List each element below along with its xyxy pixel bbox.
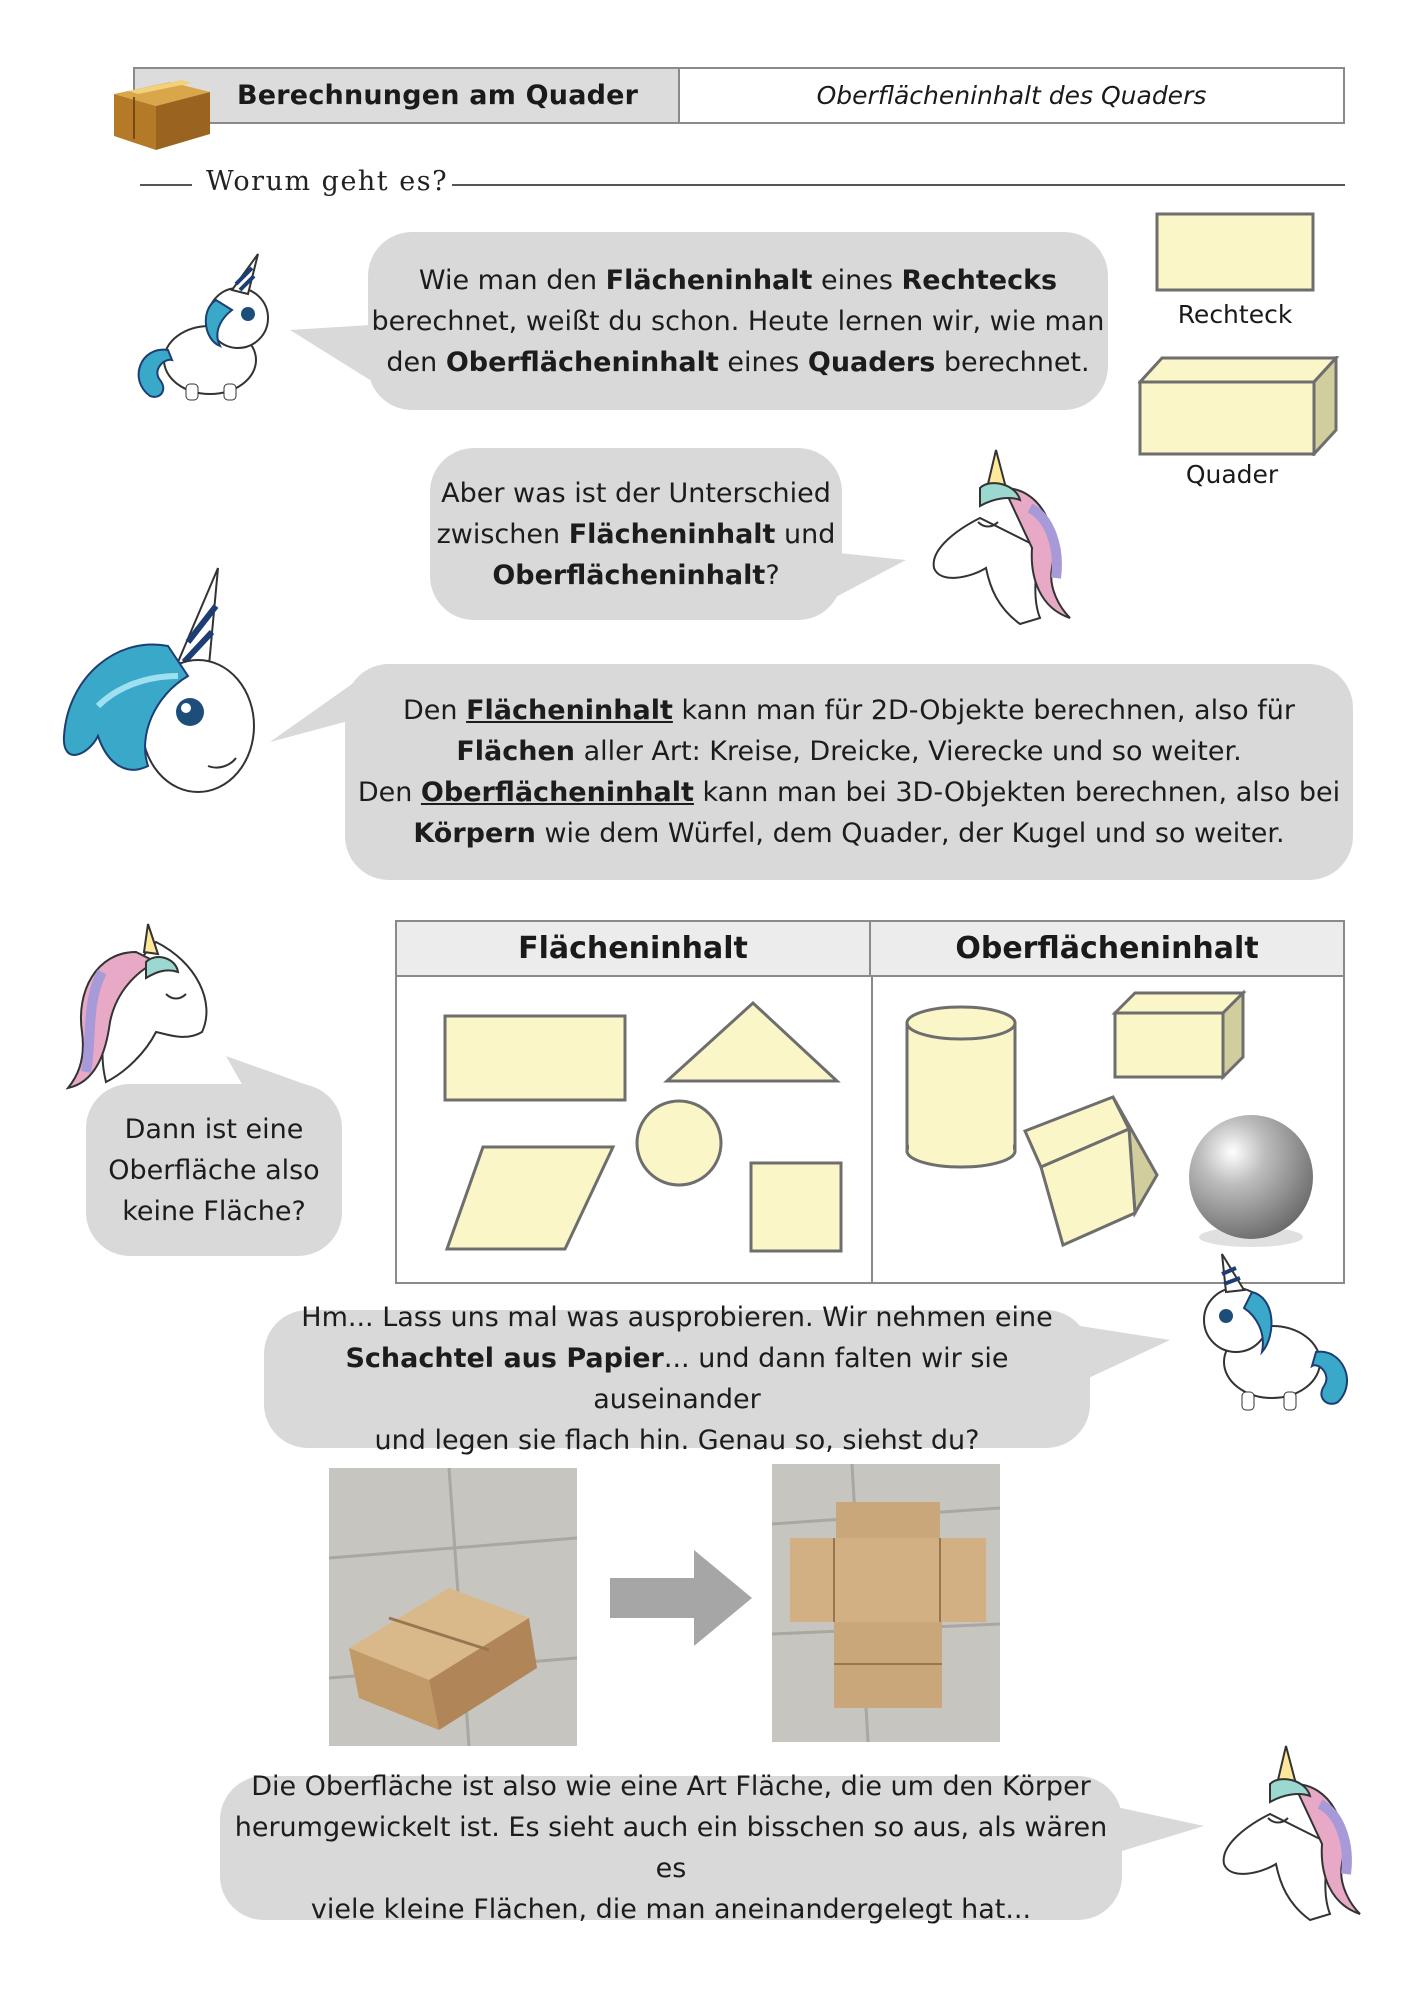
cylinder-shape — [905, 1005, 1017, 1169]
parallelogram-shape — [444, 1145, 616, 1251]
unicorn-icon — [62, 567, 255, 793]
speech-bubble-experiment: Hm... Lass uns mal was ausprobieren. Wir… — [264, 1302, 1090, 1456]
section-rule-right — [452, 184, 1345, 186]
cuboid-shape — [1111, 989, 1247, 1081]
photo-unfolded-box — [772, 1464, 1000, 1742]
speech-bubble-explanation: Den Flächeninhalt kann man für 2D-Objekt… — [345, 664, 1353, 880]
speech-bubble-doubt: Dann ist eine Oberfläche also keine Fläc… — [86, 1084, 342, 1256]
speech-bubble-conclusion: Die Oberfläche ist also wie eine Art Flä… — [220, 1771, 1122, 1925]
rectangle-label: Rechteck — [1177, 300, 1293, 329]
solid-bodies-illustration — [905, 989, 1313, 1248]
column-header-area: Flächeninhalt — [397, 922, 871, 975]
unicorn-icon — [1222, 1745, 1361, 1922]
triangle-shape — [663, 1000, 841, 1083]
rectangle-shape — [443, 1014, 627, 1102]
bubble-tail — [1112, 1806, 1204, 1854]
square-shape — [749, 1161, 843, 1253]
bubble-tail — [270, 684, 352, 742]
cube-shape — [1022, 1095, 1159, 1248]
arrow-right-icon — [610, 1550, 752, 1646]
cardboard-box-icon — [114, 80, 210, 150]
flat-shapes-illustration — [443, 1000, 843, 1253]
unicorn-icon — [66, 923, 208, 1090]
header-title: Berechnungen am Quader — [135, 69, 680, 122]
cuboid-shape — [1138, 356, 1340, 456]
unicorn-icon — [137, 253, 269, 401]
bubble-tail — [830, 552, 906, 600]
unicorn-icon — [932, 449, 1071, 626]
unicorn-icon — [1203, 1253, 1348, 1411]
speech-bubble-intro: Wie man den Flächeninhalt eines Rechteck… — [368, 232, 1108, 410]
worksheet-header: Berechnungen am Quader Oberflächeninhalt… — [133, 67, 1345, 124]
rectangle-shape — [1155, 212, 1315, 292]
column-header-surface: Oberflächeninhalt — [955, 931, 1259, 966]
circle-shape — [635, 1099, 723, 1187]
cuboid-label: Quader — [1185, 460, 1279, 489]
section-rule-left — [140, 184, 192, 186]
photo-closed-box — [329, 1468, 577, 1746]
sphere-icon — [1189, 1115, 1313, 1239]
bubble-tail — [290, 325, 370, 380]
column-divider — [871, 977, 873, 1284]
section-title: Worum geht es? — [206, 166, 449, 197]
header-subtitle: Oberflächeninhalt des Quaders — [816, 81, 1207, 110]
bubble-tail — [1080, 1326, 1170, 1382]
speech-bubble-question: Aber was ist der Unterschied zwischen Fl… — [430, 448, 842, 620]
comparison-table: Flächeninhalt Oberflächeninhalt — [395, 920, 1345, 1284]
